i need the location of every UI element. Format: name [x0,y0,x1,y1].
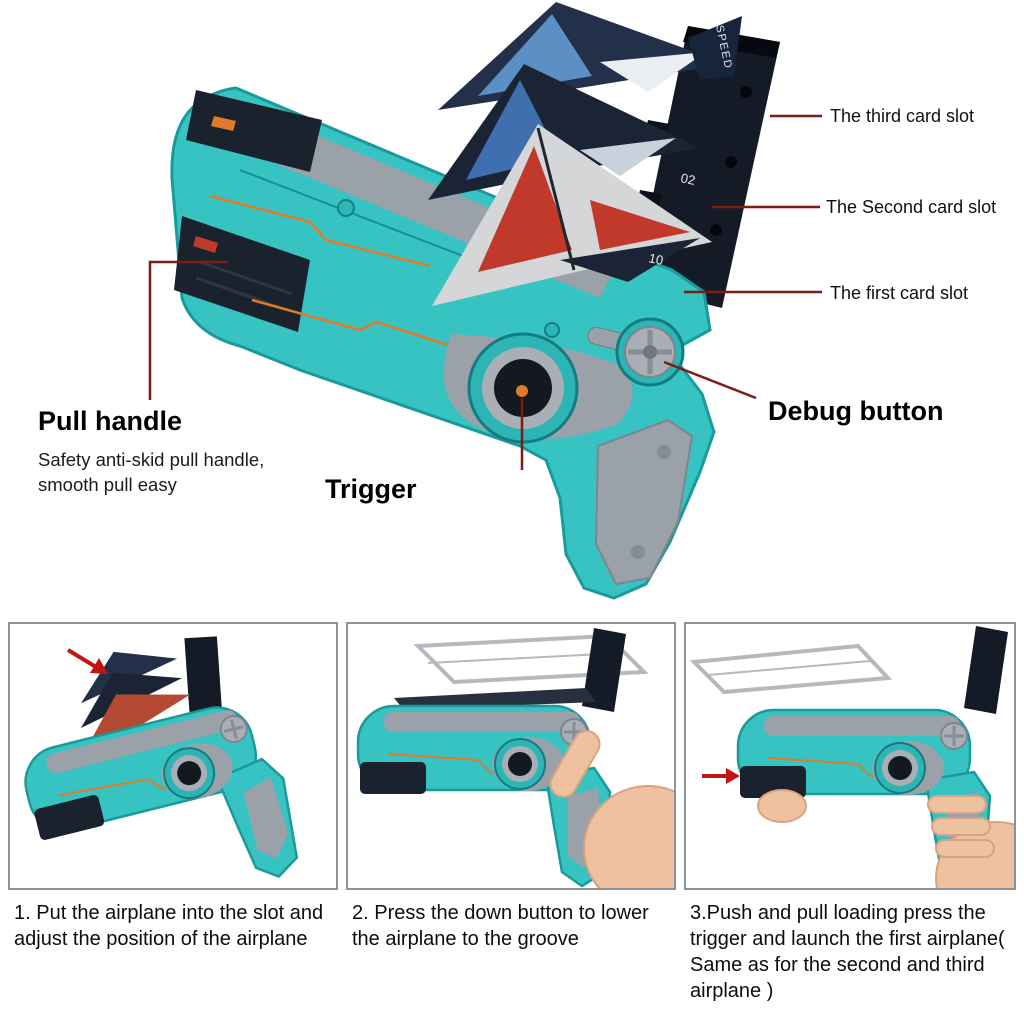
debug-callout-line [663,360,757,400]
step-3-panel [684,622,1016,890]
step-3-caption: 3.Push and pull loading press the trigge… [690,902,1005,1002]
label-third-card-slot: The third card slot [830,106,975,126]
label-second-card-slot: The Second card slot [826,197,997,217]
step-3-arrow [702,768,740,784]
step-1-gun [16,636,308,888]
label-pull-handle-desc: Safety anti-skid pull handle, smooth pul… [38,449,265,495]
label-pull-handle: Pull handle [38,406,183,436]
step-2-gun [356,628,674,888]
step-1-image [16,636,308,888]
airplane-third: SPEED [438,2,742,110]
step-1-arrow [66,648,108,674]
step-3-hands [757,789,1014,888]
plane-marking-10: 10 [647,250,664,268]
step-2-caption: 2. Press the down button to lower the ai… [352,902,649,950]
label-first-card-slot: The first card slot [830,283,969,303]
step-3-gun [689,626,1014,888]
trigger [516,385,528,397]
step-3-image [689,626,1014,888]
step-2-panel [346,622,676,890]
plane-marking-02: 02 [679,170,696,188]
step-1-caption: 1. Put the airplane into the slot and ad… [14,902,324,950]
toy-airplanes: SPEED 02 10 [428,2,742,306]
pull-handle-callout-line [148,260,228,400]
callout-lines [148,114,822,470]
label-debug-button: Debug button [768,396,944,426]
label-trigger: Trigger [325,474,417,504]
step-2-hand [549,730,674,888]
trigger-ring [467,332,579,444]
step-2-image [356,628,674,888]
grip [594,418,694,586]
step-1-panel [8,622,338,890]
hero-product-image: SPEED 02 10 [148,2,822,600]
airplane-first: 10 [432,124,712,306]
debug-button [587,317,685,387]
